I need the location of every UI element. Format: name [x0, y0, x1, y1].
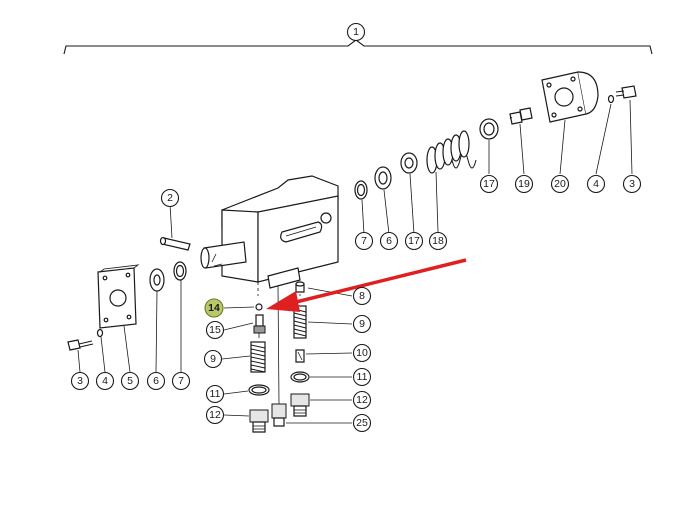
callout-11[interactable]: 11 — [352, 367, 372, 387]
valve-housing — [200, 175, 339, 289]
screw-right — [615, 85, 637, 99]
callout-12[interactable]: 12 — [205, 405, 225, 425]
svg-text:6: 6 — [386, 235, 392, 247]
svg-text:11: 11 — [357, 371, 368, 383]
svg-text:12: 12 — [209, 409, 221, 421]
svg-text:7: 7 — [361, 235, 367, 247]
valve-piston — [253, 314, 266, 338]
callout-9[interactable]: 9 — [352, 314, 372, 334]
callout-14-highlighted[interactable]: 14 — [204, 298, 224, 318]
adjusting-screw — [509, 107, 533, 125]
leader-lines-left — [77, 280, 182, 373]
svg-text:19: 19 — [518, 178, 530, 190]
callout-6[interactable]: 6 — [379, 231, 399, 251]
callout-17[interactable]: 17 — [479, 174, 499, 194]
ring-upper — [354, 180, 368, 200]
spring-right — [293, 305, 307, 339]
spring-seat-upper — [400, 152, 418, 174]
svg-text:5: 5 — [127, 375, 133, 387]
svg-text:6: 6 — [153, 375, 159, 387]
svg-text:11: 11 — [210, 388, 221, 400]
svg-text:18: 18 — [432, 235, 444, 247]
svg-text:12: 12 — [356, 394, 368, 406]
callout-6[interactable]: 6 — [146, 371, 166, 391]
o-ring-left — [248, 384, 270, 396]
svg-text:10: 10 — [356, 347, 368, 359]
sleeve-part — [295, 349, 305, 363]
callout-18[interactable]: 18 — [428, 231, 448, 251]
svg-text:2: 2 — [167, 192, 173, 204]
seal-ring-right — [607, 94, 615, 104]
svg-text:8: 8 — [359, 290, 365, 302]
seal-ring-left — [96, 328, 104, 338]
svg-text:15: 15 — [209, 324, 221, 336]
svg-text:7: 7 — [178, 375, 184, 387]
svg-text:25: 25 — [356, 417, 368, 429]
svg-text:9: 9 — [359, 318, 365, 330]
plug-right — [290, 393, 310, 417]
svg-text:17: 17 — [483, 178, 495, 190]
callout-7[interactable]: 7 — [171, 371, 191, 391]
svg-text:20: 20 — [554, 178, 566, 190]
callout-15[interactable]: 15 — [205, 320, 225, 340]
callout-7[interactable]: 7 — [354, 231, 374, 251]
svg-text:3: 3 — [629, 178, 635, 190]
callout-4[interactable]: 4 — [95, 371, 115, 391]
o-ring-right — [290, 371, 310, 383]
svg-text:9: 9 — [210, 353, 216, 365]
washer-upper — [374, 166, 392, 190]
spring-left — [250, 341, 266, 373]
callout-3[interactable]: 3 — [622, 174, 642, 194]
leader-lines-upper — [361, 99, 633, 235]
callout-3[interactable]: 3 — [70, 371, 90, 391]
callout-12[interactable]: 12 — [352, 390, 372, 410]
ring-left — [173, 261, 187, 281]
pin-part — [159, 203, 191, 251]
callout-1[interactable]: 1 — [346, 22, 366, 42]
callout-4[interactable]: 4 — [586, 174, 606, 194]
callout-17[interactable]: 17 — [404, 231, 424, 251]
plug-centre — [271, 403, 287, 427]
pointer-arrow — [266, 258, 467, 312]
screw-left — [67, 339, 94, 351]
svg-text:4: 4 — [102, 375, 108, 387]
ball-part — [255, 303, 263, 311]
callout-9[interactable]: 9 — [203, 349, 223, 369]
pin-small — [295, 281, 305, 293]
callout-5[interactable]: 5 — [120, 371, 140, 391]
callout-19[interactable]: 19 — [514, 174, 534, 194]
large-spring — [426, 130, 477, 174]
callout-11[interactable]: 11 — [205, 384, 225, 404]
end-cap — [541, 71, 599, 123]
callout-8[interactable]: 8 — [352, 286, 372, 306]
svg-text:1: 1 — [353, 26, 359, 38]
callout-2[interactable]: 2 — [160, 188, 180, 208]
callout-25[interactable]: 25 — [352, 413, 372, 433]
leader-lines-lower — [221, 287, 353, 424]
svg-text:3: 3 — [77, 375, 83, 387]
svg-text:4: 4 — [593, 178, 599, 190]
washer-left — [149, 268, 165, 292]
callout-20[interactable]: 20 — [550, 174, 570, 194]
callout-10[interactable]: 10 — [352, 343, 372, 363]
svg-text:17: 17 — [408, 235, 420, 247]
cover-plate — [97, 264, 140, 329]
svg-text:14: 14 — [208, 302, 220, 314]
plug-left — [249, 409, 269, 433]
spring-seat-right — [479, 118, 499, 140]
